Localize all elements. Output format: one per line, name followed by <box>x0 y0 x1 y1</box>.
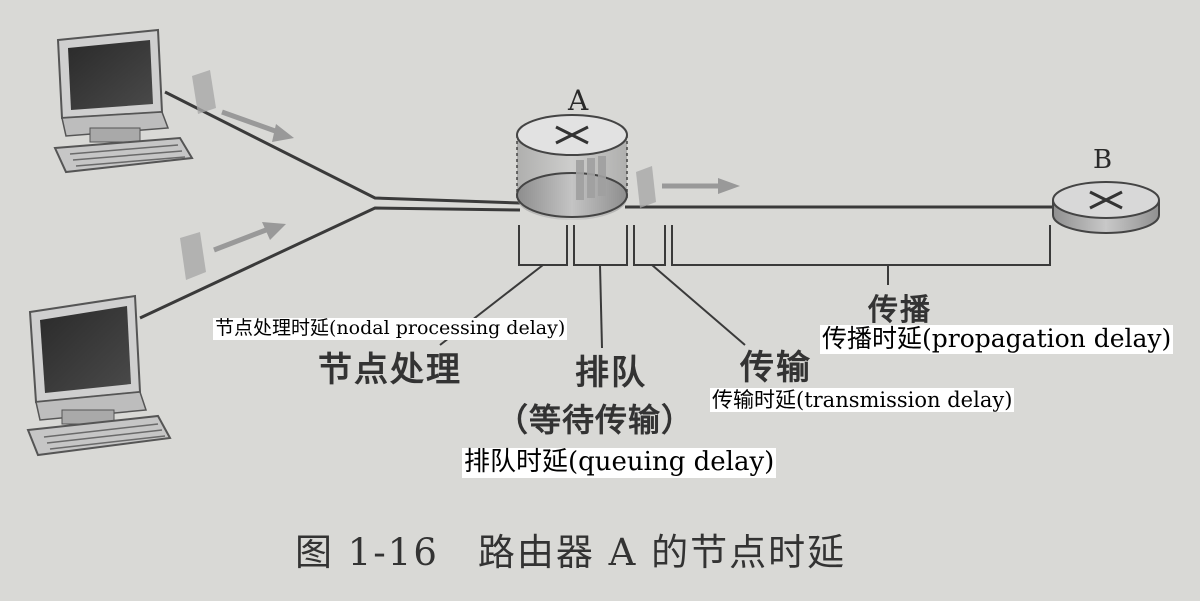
bracket-propagation <box>671 225 1051 266</box>
link-bottom-host <box>139 206 521 320</box>
figure-caption: 图 1-16 路由器 A 的节点时延 <box>295 531 847 574</box>
transmission-delay-annotation: 传输时延(transmission delay) <box>710 388 1015 413</box>
router-b-icon <box>1052 181 1160 234</box>
transmission-label-cn: 传输 <box>740 348 812 388</box>
bottom-computer-icon <box>26 294 172 457</box>
propagation-label-cn: 传播 <box>868 293 932 328</box>
packet-top-link <box>192 70 294 142</box>
top-computer-icon <box>53 28 194 174</box>
delay-brackets <box>518 225 1051 266</box>
propagation-delay-annotation: 传播时延(propagation delay) <box>820 324 1174 354</box>
link-top-host <box>164 90 521 205</box>
queuing-label-cn: 排队 <box>575 353 647 393</box>
router-a-icon <box>516 114 740 220</box>
router-b-label: B <box>1093 145 1113 175</box>
queuing-sub-label-cn: （等待传输） <box>496 401 695 439</box>
bracket-transmission <box>633 225 666 266</box>
bracket-queuing <box>573 225 628 266</box>
processing-label-cn: 节点处理 <box>318 350 462 390</box>
packet-bottom-link <box>180 222 286 280</box>
links <box>139 90 1058 320</box>
router-a-label: A <box>568 84 589 117</box>
bracket-processing <box>518 225 568 266</box>
queuing-delay-annotation: 排队时延(queuing delay) <box>462 447 777 478</box>
nodal-processing-delay-annotation: 节点处理时延(nodal processing delay) <box>213 317 568 340</box>
